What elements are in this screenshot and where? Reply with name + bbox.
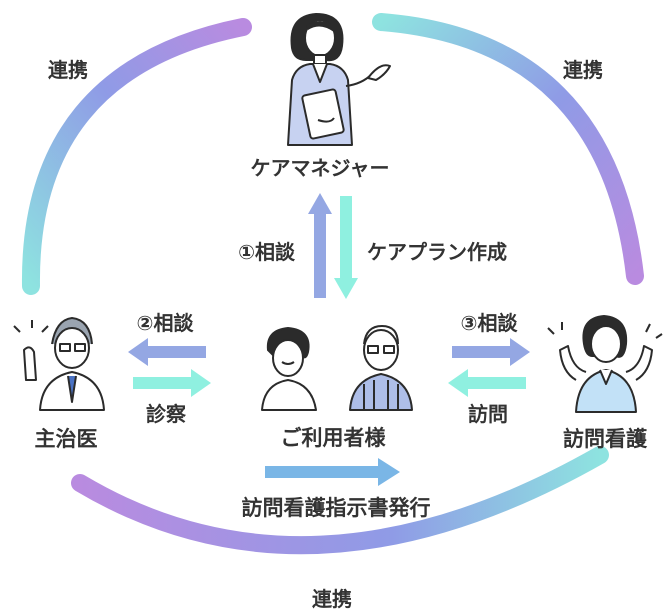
consult-1-label: ①相談 bbox=[238, 240, 296, 264]
consult-2-arrow-left bbox=[128, 338, 206, 366]
link-arc-top-left bbox=[21, 18, 252, 295]
care-plan-label: ケアプラン作成 bbox=[367, 240, 507, 264]
elderly-couple-icon bbox=[261, 325, 413, 411]
care-manager-label: ケアマネジャー bbox=[251, 156, 390, 180]
nurse-person-icon bbox=[547, 315, 663, 413]
consult-2-label: ②相談 bbox=[137, 311, 195, 335]
nurse-label: 訪問看護 bbox=[563, 427, 648, 451]
client-label: ご利用者様 bbox=[281, 426, 387, 450]
link-label-top-left: 連携 bbox=[48, 58, 88, 82]
consult-3-label: ③相談 bbox=[461, 311, 519, 335]
visit-label: 訪問 bbox=[468, 402, 508, 426]
link-arc-bottom bbox=[71, 446, 609, 555]
consult-1-arrow-up bbox=[308, 193, 332, 298]
instruction-label: 訪問看護指示書発行 bbox=[242, 496, 431, 520]
consult-3-arrow-right bbox=[452, 338, 530, 366]
examination-label: 診察 bbox=[146, 402, 187, 426]
doctor-label: 主治医 bbox=[35, 427, 98, 451]
instruction-arrow-right bbox=[265, 458, 400, 486]
doctor-person-icon bbox=[13, 317, 105, 411]
link-label-bottom: 連携 bbox=[312, 587, 352, 611]
visit-arrow-left bbox=[448, 369, 526, 397]
link-arc-top-right bbox=[372, 13, 644, 285]
link-label-top-right: 連携 bbox=[563, 58, 603, 82]
care-plan-arrow-down bbox=[334, 196, 358, 299]
care-manager-person-icon bbox=[287, 13, 391, 146]
examination-arrow-right bbox=[133, 369, 211, 397]
